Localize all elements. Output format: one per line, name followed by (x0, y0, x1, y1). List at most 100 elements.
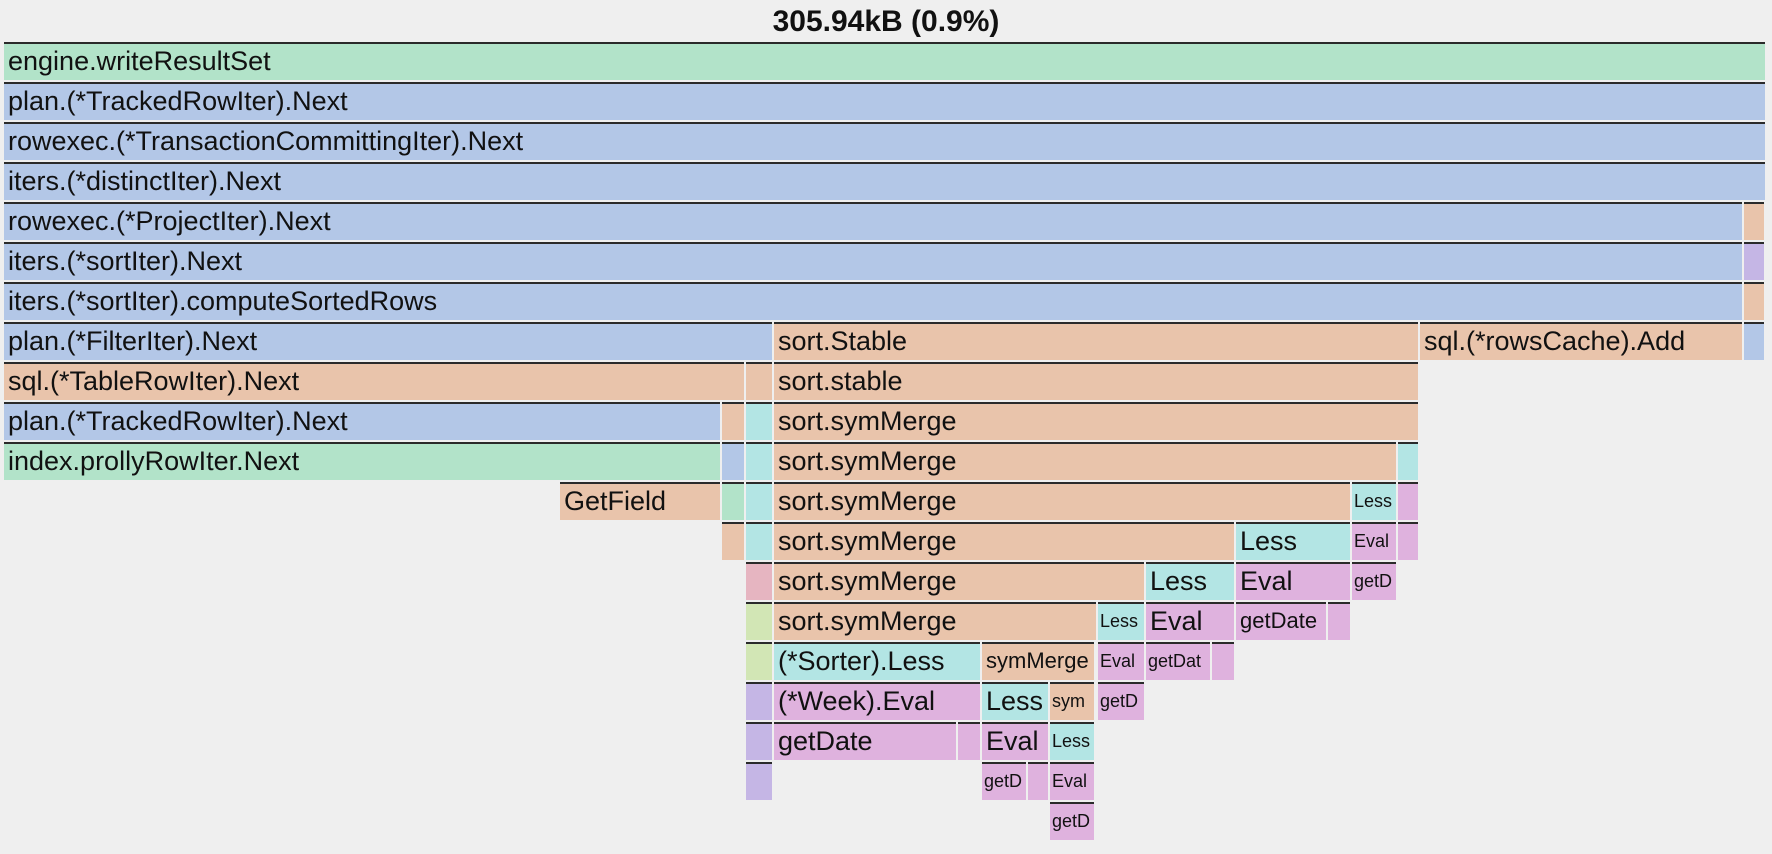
frame-sort-symmerge[interactable]: sort.symMerge (774, 522, 1234, 560)
frame-eval[interactable]: Eval (1352, 522, 1396, 560)
frame-label: sql.(*TableRowIter).Next (8, 366, 300, 396)
frame-label: sort.Stable (778, 326, 908, 356)
frame-sort-symmerge[interactable]: sort.symMerge (774, 482, 1350, 520)
frame-eval[interactable]: Eval (1146, 602, 1234, 640)
frame-unlabeled[interactable] (1328, 602, 1350, 640)
frame-label: sort.symMerge (778, 566, 957, 596)
frame-less[interactable]: Less (1146, 562, 1234, 600)
frame-less[interactable]: Less (1236, 522, 1350, 560)
frame-unlabeled[interactable] (746, 482, 772, 520)
frame-unlabeled[interactable] (1744, 242, 1764, 280)
frame-label: Eval (1052, 771, 1088, 791)
frame-unlabeled[interactable] (746, 682, 772, 720)
frame-label: getD (1052, 811, 1091, 831)
frame-label: index.prollyRowIter.Next (8, 446, 300, 476)
frame-eval[interactable]: Eval (982, 722, 1048, 760)
frame-unlabeled[interactable] (746, 522, 772, 560)
frame-label: Eval (1240, 566, 1293, 596)
frame-label: getD (1100, 691, 1139, 711)
frame-label: sort.symMerge (778, 526, 957, 556)
frame-getd[interactable]: getD (1098, 682, 1144, 720)
frame-sort-stable[interactable]: sort.Stable (774, 322, 1418, 360)
frame-sym[interactable]: sym (1050, 682, 1094, 720)
frame-unlabeled[interactable] (1744, 282, 1764, 320)
frame-unlabeled[interactable] (746, 442, 772, 480)
frame-label: rowexec.(*TransactionCommittingIter).Nex… (8, 126, 524, 156)
frame-label: sort.symMerge (778, 406, 957, 436)
frame-unlabeled[interactable] (746, 642, 772, 680)
frame-label: getD (984, 771, 1023, 791)
frame-unlabeled[interactable] (1398, 442, 1418, 480)
frame-unlabeled[interactable] (722, 402, 744, 440)
frame-label: Eval (1150, 606, 1203, 636)
frame-unlabeled[interactable] (746, 722, 772, 760)
frame-label: plan.(*TrackedRowIter).Next (8, 406, 348, 436)
frame-sort-symmerge[interactable]: sort.symMerge (774, 602, 1096, 640)
frame-sql-rowscache-add[interactable]: sql.(*rowsCache).Add (1420, 322, 1742, 360)
frame-unlabeled[interactable] (1028, 762, 1048, 800)
frame-getdate[interactable]: getDate (1236, 602, 1326, 640)
frame-sorter-less[interactable]: (*Sorter).Less (774, 642, 980, 680)
frame-label: Eval (1354, 531, 1390, 551)
frame-label: Less (1052, 731, 1091, 751)
frame-getfield[interactable]: GetField (560, 482, 720, 520)
selected-frame-title: 305.94kB (0.9%) (772, 5, 1000, 38)
frame-unlabeled[interactable] (1398, 522, 1418, 560)
frame-label: (*Week).Eval (778, 686, 936, 716)
frame-index-prollyrowiter[interactable]: index.prollyRowIter.Next (4, 442, 720, 480)
frame-getdat[interactable]: getDat (1146, 642, 1210, 680)
frame-label: getDate (778, 726, 873, 756)
frame-less[interactable]: Less (1098, 602, 1144, 640)
frame-label: sort.symMerge (778, 606, 957, 636)
frame-sort-stable-lower[interactable]: sort.stable (774, 362, 1418, 400)
frame-eval[interactable]: Eval (1236, 562, 1350, 600)
frame-iters-sortiter-next[interactable]: iters.(*sortIter).Next (4, 242, 1742, 280)
frame-label: GetField (564, 486, 667, 516)
frame-unlabeled[interactable] (746, 602, 772, 640)
frame-label: iters.(*sortIter).Next (8, 246, 243, 276)
frame-label: sort.symMerge (778, 486, 957, 516)
frame-getdate[interactable]: getDate (774, 722, 956, 760)
frame-sort-symmerge[interactable]: sort.symMerge (774, 442, 1396, 480)
frame-iters-sortiter-computesortedrows[interactable]: iters.(*sortIter).computeSortedRows (4, 282, 1742, 320)
frame-sql-tablerowiter[interactable]: sql.(*TableRowIter).Next (4, 362, 744, 400)
frame-engine-writeresultset[interactable]: engine.writeResultSet (4, 42, 1765, 80)
frame-unlabeled[interactable] (746, 762, 772, 800)
frame-label: (*Sorter).Less (778, 646, 945, 676)
frame-rowexec-projectiter[interactable]: rowexec.(*ProjectIter).Next (4, 202, 1742, 240)
frame-unlabeled[interactable] (1398, 482, 1418, 520)
frame-iters-distinctiter[interactable]: iters.(*distinctIter).Next (4, 162, 1765, 200)
frame-unlabeled[interactable] (746, 362, 772, 400)
frame-label: sort.symMerge (778, 446, 957, 476)
frame-label: plan.(*TrackedRowIter).Next (8, 86, 348, 116)
frame-eval[interactable]: Eval (1098, 642, 1144, 680)
frame-label: rowexec.(*ProjectIter).Next (8, 206, 331, 236)
frame-unlabeled[interactable] (722, 522, 744, 560)
frame-unlabeled[interactable] (746, 402, 772, 440)
frame-rowexec-transactioncommittingiter[interactable]: rowexec.(*TransactionCommittingIter).Nex… (4, 122, 1765, 160)
frame-label: sym (1052, 691, 1085, 711)
frame-label: Less (1354, 491, 1393, 511)
frame-unlabeled[interactable] (1212, 642, 1234, 680)
frame-eval[interactable]: Eval (1050, 762, 1094, 800)
frame-unlabeled[interactable] (1744, 202, 1764, 240)
frame-plan-trackedrowiter-2[interactable]: plan.(*TrackedRowIter).Next (4, 402, 720, 440)
frame-week-eval[interactable]: (*Week).Eval (774, 682, 980, 720)
frame-label: symMerge (986, 648, 1089, 673)
frame-plan-trackedrowiter[interactable]: plan.(*TrackedRowIter).Next (4, 82, 1765, 120)
frame-unlabeled[interactable] (722, 442, 744, 480)
frame-getd[interactable]: getD (1352, 562, 1396, 600)
frame-unlabeled[interactable] (746, 562, 772, 600)
frame-less[interactable]: Less (982, 682, 1048, 720)
frame-less[interactable]: Less (1352, 482, 1396, 520)
frame-unlabeled[interactable] (1744, 322, 1764, 360)
frame-symmerge[interactable]: symMerge (982, 642, 1094, 680)
frame-unlabeled[interactable] (722, 482, 744, 520)
frame-plan-filteriter[interactable]: plan.(*FilterIter).Next (4, 322, 772, 360)
frame-getd[interactable]: getD (1050, 802, 1094, 840)
frame-sort-symmerge[interactable]: sort.symMerge (774, 402, 1418, 440)
frame-less[interactable]: Less (1050, 722, 1094, 760)
frame-unlabeled[interactable] (958, 722, 980, 760)
frame-sort-symmerge[interactable]: sort.symMerge (774, 562, 1144, 600)
frame-getd[interactable]: getD (982, 762, 1026, 800)
